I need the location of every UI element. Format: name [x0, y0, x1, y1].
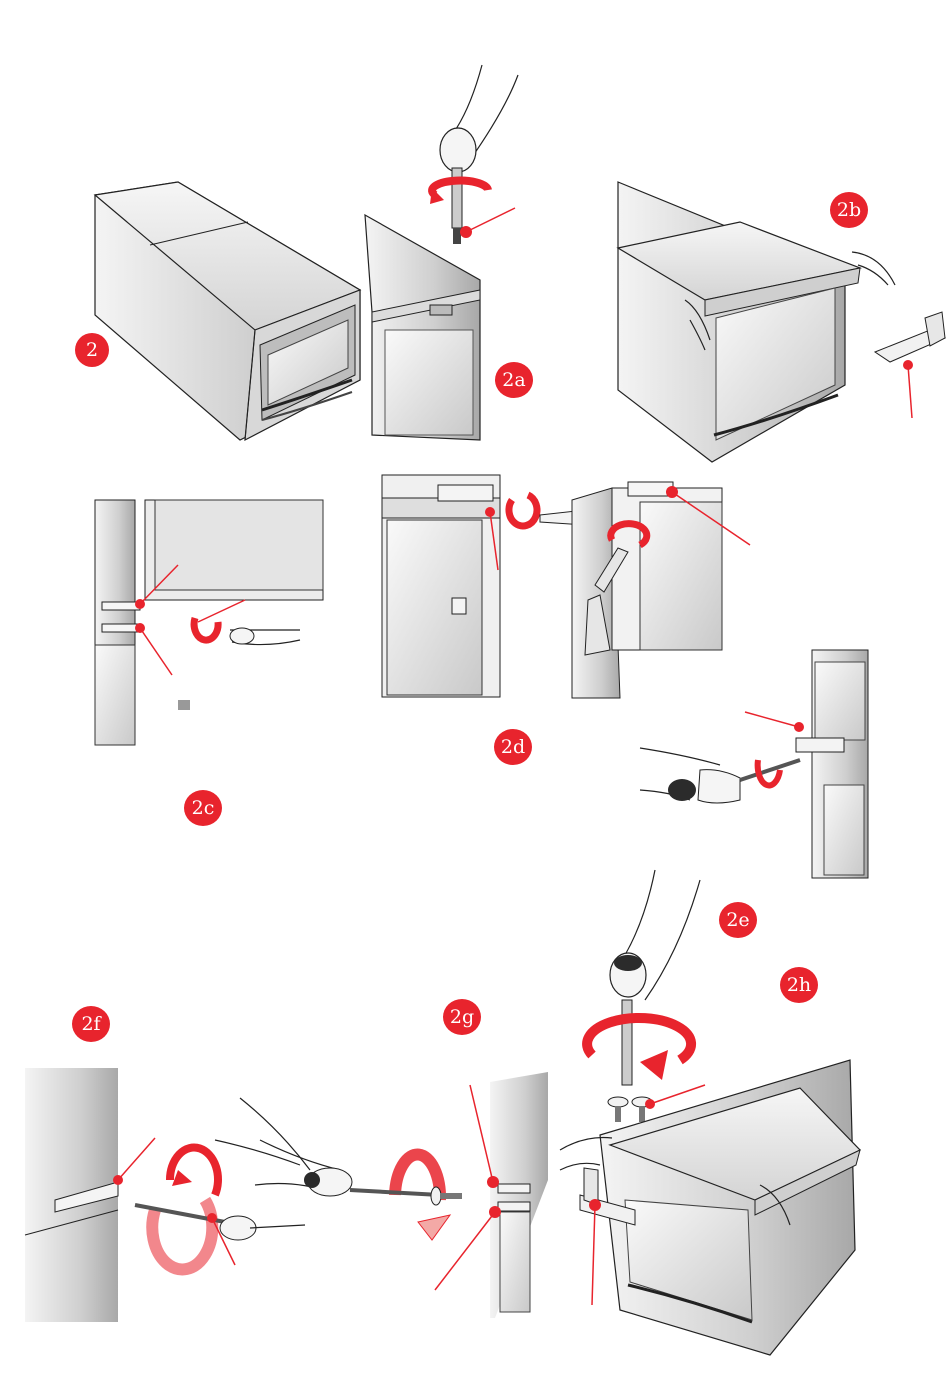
step-badge-2g: 2g [443, 999, 481, 1035]
figure-2f-detail [25, 1068, 310, 1322]
step-badge-2d: 2d [494, 729, 532, 765]
bracket-icon [875, 312, 945, 362]
step-label-2: 2 [86, 339, 98, 361]
step-badge-2a: 2a [495, 362, 533, 398]
step-badge-2f: 2f [72, 1006, 110, 1042]
step-badge-2h: 2h [780, 967, 818, 1003]
step-label-2d: 2d [501, 736, 525, 758]
step-badge-2b: 2b [830, 192, 868, 228]
step-label-2h: 2h [787, 974, 811, 996]
figure-2b-appliance [618, 182, 945, 462]
figure-2-appliance [95, 182, 360, 440]
step-badge-2e: 2e [719, 902, 757, 938]
step-label-2f: 2f [81, 1013, 100, 1035]
figure-2g-detail [255, 1072, 548, 1318]
figure-2h-appliance [560, 1060, 860, 1355]
figure-2a-unit [365, 215, 480, 440]
screw-icon [608, 1097, 652, 1122]
step-label-2a: 2a [502, 369, 525, 391]
step-label-2g: 2g [450, 1006, 474, 1028]
figure-2d-detail [382, 475, 750, 698]
figure-2h-hand-screwdriver [587, 870, 705, 1122]
figure-2c-detail [95, 500, 323, 745]
step-badge-2c: 2c [184, 790, 222, 826]
step-label-2b: 2b [837, 199, 861, 221]
screw-icon [431, 1187, 462, 1205]
figure-2a-hand-screwdriver [430, 65, 518, 244]
step-label-2e: 2e [726, 909, 749, 931]
step-badge-2: 2 [75, 333, 109, 367]
step-label-2c: 2c [192, 797, 215, 819]
figure-2e-detail [640, 650, 868, 878]
